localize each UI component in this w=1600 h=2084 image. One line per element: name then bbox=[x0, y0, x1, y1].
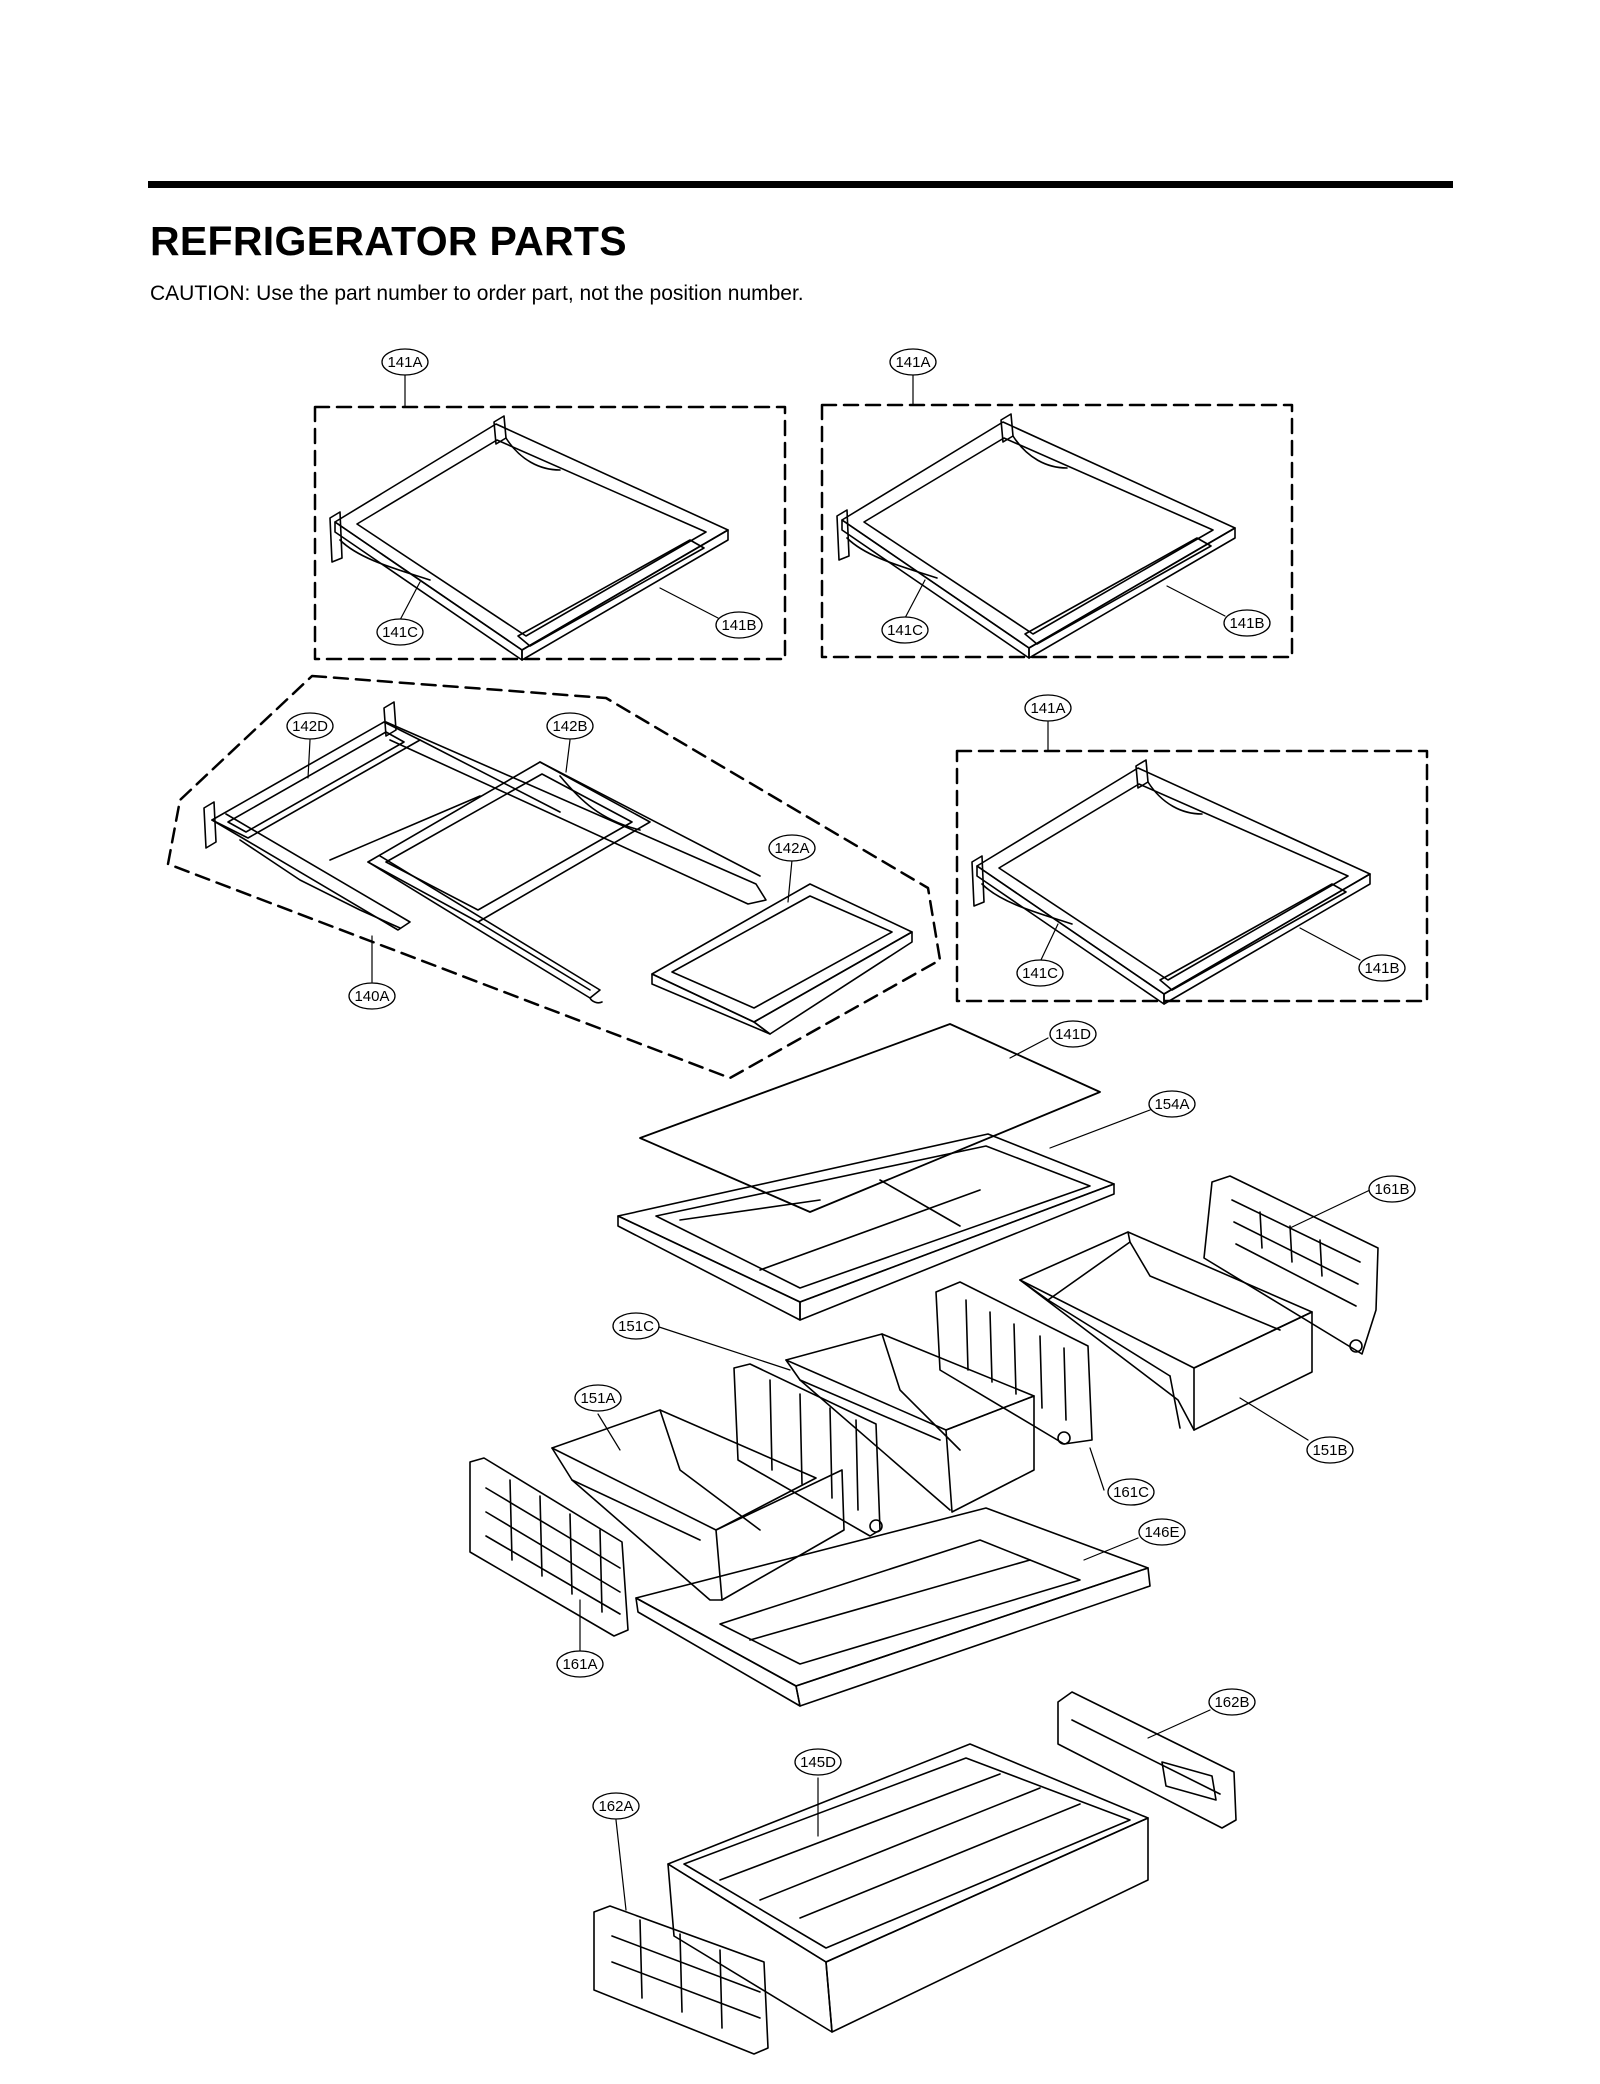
divider-161A bbox=[469, 1457, 629, 1637]
leader-142A bbox=[787, 859, 793, 903]
callout-141C-2: 141C bbox=[881, 616, 929, 644]
crisper-glass-141D bbox=[639, 1023, 1101, 1213]
callout-151C: 151C bbox=[612, 1312, 660, 1340]
leader-141B-2 bbox=[1166, 585, 1226, 617]
leader-141B-1 bbox=[659, 587, 719, 619]
svg-text:151B: 151B bbox=[1312, 1442, 1347, 1459]
leader-151C bbox=[655, 1325, 791, 1371]
callout-141B-1: 141B bbox=[715, 611, 763, 639]
callout-146E: 146E bbox=[1138, 1518, 1186, 1546]
callout-162B: 162B bbox=[1208, 1688, 1256, 1716]
callout-161B: 161B bbox=[1368, 1175, 1416, 1203]
svg-text:141D: 141D bbox=[1055, 1026, 1091, 1043]
callout-140A: 140A bbox=[348, 982, 396, 1010]
leader-151B bbox=[1239, 1397, 1309, 1441]
svg-text:141B: 141B bbox=[1364, 960, 1399, 977]
callout-142D: 142D bbox=[286, 712, 334, 740]
svg-text:141A: 141A bbox=[387, 354, 422, 371]
crisper-drawer-151B bbox=[1019, 1231, 1313, 1431]
leader-162A bbox=[615, 1819, 627, 1911]
crisper-base-146E bbox=[635, 1507, 1151, 1707]
rail-162A bbox=[593, 1905, 769, 2055]
callout-151A: 151A bbox=[574, 1384, 622, 1412]
callout-141B-2: 141B bbox=[1223, 609, 1271, 637]
freezer-drawer-145D bbox=[667, 1743, 1149, 2033]
svg-text:142D: 142D bbox=[292, 718, 328, 735]
shelf-141-2 bbox=[836, 413, 1236, 659]
crisper-cover-frame-154A bbox=[617, 1133, 1115, 1321]
callout-141B-3: 141B bbox=[1358, 954, 1406, 982]
svg-text:146E: 146E bbox=[1144, 1524, 1179, 1541]
divider-161B bbox=[1203, 1175, 1379, 1355]
callout-142B: 142B bbox=[546, 712, 594, 740]
svg-text:162B: 162B bbox=[1214, 1694, 1249, 1711]
svg-text:151C: 151C bbox=[618, 1318, 654, 1335]
svg-text:151A: 151A bbox=[580, 1390, 615, 1407]
svg-text:141C: 141C bbox=[382, 624, 418, 641]
leader-141D bbox=[1009, 1037, 1049, 1059]
divider-161C bbox=[733, 1281, 1093, 1537]
header-rule bbox=[148, 181, 1453, 188]
leader-141C-3 bbox=[1039, 923, 1059, 963]
svg-text:161B: 161B bbox=[1374, 1181, 1409, 1198]
leader-162B bbox=[1147, 1709, 1211, 1739]
leader-161B bbox=[1289, 1189, 1371, 1229]
svg-text:141C: 141C bbox=[887, 622, 923, 639]
callout-162A: 162A bbox=[592, 1792, 640, 1820]
callout-151B: 151B bbox=[1306, 1436, 1354, 1464]
leader-151A bbox=[597, 1413, 621, 1451]
leader-141B-3 bbox=[1299, 927, 1361, 961]
leader-146E bbox=[1083, 1537, 1139, 1561]
callout-141A-3: 141A bbox=[1024, 694, 1072, 722]
group-box-shelf-2 bbox=[820, 403, 1294, 659]
leader-141C-2 bbox=[904, 579, 926, 619]
svg-text:141C: 141C bbox=[1022, 965, 1058, 982]
svg-text:142B: 142B bbox=[552, 718, 587, 735]
crisper-drawer-151C bbox=[785, 1333, 1035, 1513]
svg-text:140A: 140A bbox=[354, 988, 389, 1005]
callouts: 141A 141C 141B 141A 141C 141B 142D 142B … bbox=[286, 348, 1416, 1820]
callout-141C-3: 141C bbox=[1016, 959, 1064, 987]
callout-161C: 161C bbox=[1107, 1478, 1155, 1506]
svg-text:161A: 161A bbox=[562, 1656, 597, 1673]
callout-141A-2: 141A bbox=[889, 348, 937, 376]
leader-141C-1 bbox=[399, 581, 421, 621]
rail-162B bbox=[1057, 1691, 1237, 1829]
callout-141D: 141D bbox=[1049, 1020, 1097, 1048]
group-box-shelf-1 bbox=[313, 405, 787, 661]
callout-161A: 161A bbox=[556, 1650, 604, 1678]
group-box-shelf-3 bbox=[955, 749, 1429, 1003]
shelf-141-3 bbox=[971, 759, 1371, 1005]
svg-text:142A: 142A bbox=[774, 840, 809, 857]
callout-141C-1: 141C bbox=[376, 618, 424, 646]
callout-141A-1: 141A bbox=[381, 348, 429, 376]
callout-142A: 142A bbox=[768, 834, 816, 862]
svg-text:141B: 141B bbox=[721, 617, 756, 634]
callout-154A: 154A bbox=[1148, 1090, 1196, 1118]
svg-text:141A: 141A bbox=[1030, 700, 1065, 717]
folding-shelf-frame bbox=[203, 701, 913, 1035]
callout-145D: 145D bbox=[794, 1748, 842, 1776]
svg-text:161C: 161C bbox=[1113, 1484, 1149, 1501]
group-box-folding-shelf bbox=[166, 674, 942, 1080]
leader-161C bbox=[1089, 1447, 1105, 1491]
svg-text:141A: 141A bbox=[895, 354, 930, 371]
leader-142D bbox=[307, 739, 311, 779]
leader-154A bbox=[1049, 1109, 1151, 1149]
svg-text:154A: 154A bbox=[1154, 1096, 1189, 1113]
shelf-141-1 bbox=[329, 415, 729, 661]
page-title: REFRIGERATOR PARTS bbox=[150, 218, 627, 264]
svg-text:141B: 141B bbox=[1229, 615, 1264, 632]
caution-note: CAUTION: Use the part number to order pa… bbox=[150, 282, 804, 305]
svg-text:162A: 162A bbox=[598, 1798, 633, 1815]
svg-text:145D: 145D bbox=[800, 1754, 836, 1771]
leader-142B bbox=[565, 739, 571, 773]
